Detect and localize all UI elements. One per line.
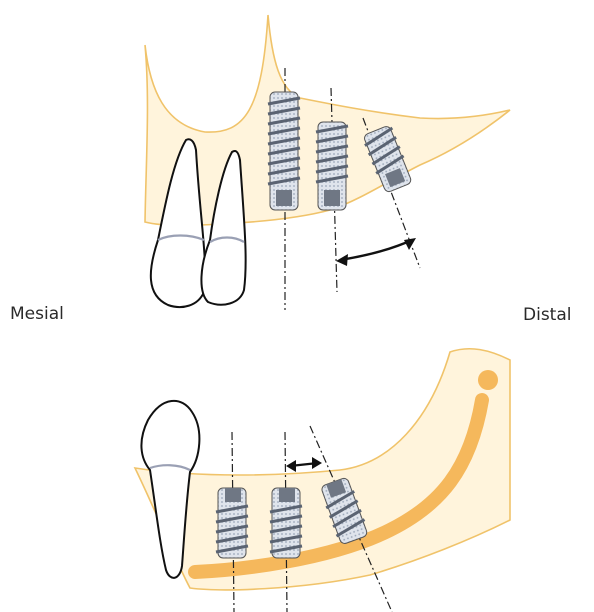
maxilla-implant-1 bbox=[268, 92, 300, 210]
maxilla-angle-arrow bbox=[340, 240, 412, 260]
mental-foramen bbox=[478, 370, 498, 390]
maxilla-implant-2 bbox=[316, 122, 348, 210]
mandible-implant-1 bbox=[216, 488, 248, 558]
mandible-section bbox=[135, 349, 510, 612]
maxilla-section bbox=[145, 15, 510, 310]
mesial-label: Mesial bbox=[10, 304, 64, 324]
distal-label: Distal bbox=[523, 305, 571, 325]
mandible-implant-2 bbox=[270, 488, 302, 558]
